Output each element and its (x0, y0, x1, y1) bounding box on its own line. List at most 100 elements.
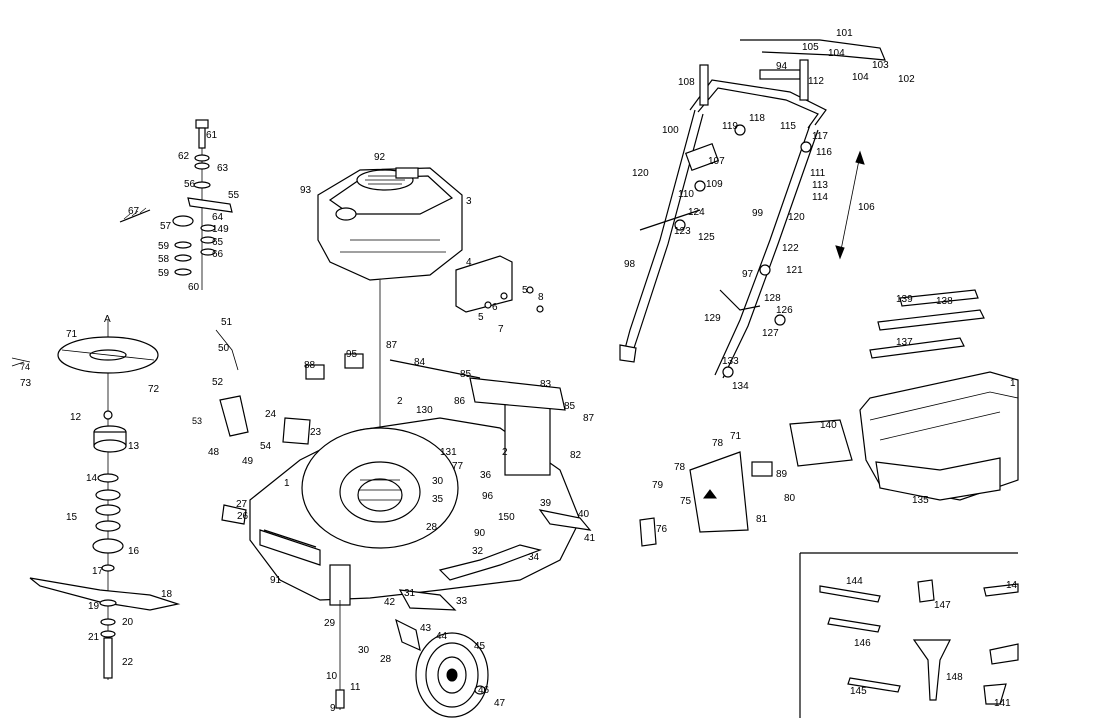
part-label-48: 48 (208, 447, 220, 458)
part-label-3: 3 (466, 196, 472, 207)
part-label-107: 107 (708, 156, 725, 167)
part-label-131: 131 (440, 447, 457, 458)
part-label-115: 115 (780, 121, 796, 132)
part-label-85-b: 85 (564, 401, 576, 412)
part-label-2: 2 (397, 396, 403, 407)
part-label-14: 14 (86, 473, 98, 484)
part-label-102: 102 (898, 74, 915, 85)
part-label-30: 30 (432, 476, 444, 487)
tools-inset (799, 552, 1019, 718)
part-label-18: 18 (161, 589, 173, 600)
part-label-80: 80 (784, 493, 796, 504)
part-label-134: 134 (732, 381, 749, 392)
part-label-120-b: 120 (788, 212, 805, 223)
part-label-92: 92 (374, 152, 386, 163)
part-label-126: 126 (776, 305, 793, 316)
part-label-59-b: 59 (158, 268, 170, 279)
part-label-71-b: 71 (730, 431, 742, 442)
part-label-74: 74 (20, 362, 30, 372)
part-label-30-b: 30 (358, 645, 370, 656)
part-label-125: 125 (698, 232, 715, 243)
part-label-108: 108 (678, 77, 695, 88)
part-label-150: 150 (498, 512, 515, 523)
part-label-129: 129 (704, 313, 721, 324)
part-label-2-b: 2 (502, 447, 508, 458)
part-label-94: 94 (776, 61, 788, 72)
part-label-19: 19 (88, 601, 100, 612)
grass-catcher (789, 289, 1019, 501)
part-label-31: 31 (404, 588, 416, 599)
part-label-36: 36 (480, 470, 492, 481)
rear-flap (639, 451, 773, 547)
part-label-44: 44 (436, 631, 448, 642)
part-label-21: 21 (88, 632, 100, 643)
part-label-104-b: 104 (852, 72, 869, 83)
part-label-45: 45 (474, 641, 486, 652)
part-label-103: 103 (872, 60, 889, 71)
part-label-90: 90 (474, 528, 486, 539)
part-label-39: 39 (540, 498, 552, 509)
part-label-52: 52 (212, 377, 224, 388)
part-label-53: 53 (192, 416, 202, 426)
part-label-58: 58 (158, 254, 170, 265)
part-label-42: 42 (384, 597, 396, 608)
part-label-75: 75 (680, 496, 692, 507)
part-label-123: 123 (674, 226, 691, 237)
part-label-127: 127 (762, 328, 779, 339)
part-label-41: 41 (584, 533, 596, 544)
part-label-64: 64 (212, 212, 224, 223)
part-label-124: 124 (688, 207, 705, 218)
part-label-89: 89 (776, 469, 788, 480)
part-label-99: 99 (752, 208, 764, 219)
part-label-7: 7 (498, 324, 504, 335)
part-label-146: 146 (854, 638, 871, 649)
part-label-117: 117 (812, 131, 828, 142)
part-label-114: 114 (812, 192, 828, 203)
part-label-59: 59 (158, 241, 170, 252)
part-label-122: 122 (782, 243, 799, 254)
part-label-87: 87 (386, 340, 398, 351)
part-label-118: 118 (749, 113, 765, 124)
part-label-88: 88 (304, 360, 316, 371)
part-label-97: 97 (742, 269, 754, 280)
part-label-49: 49 (242, 456, 254, 467)
part-label-112: 112 (808, 76, 824, 87)
blade-adapter-assembly (119, 119, 233, 290)
part-label-17: 17 (92, 566, 104, 577)
part-label-5-b: 5 (478, 312, 484, 323)
part-label-16: 16 (128, 546, 140, 557)
part-label-133: 133 (722, 356, 739, 367)
part-label-116: 116 (816, 147, 832, 158)
part-label-13: 13 (128, 441, 140, 452)
part-label-109: 109 (706, 179, 723, 190)
part-label-100: 100 (662, 125, 679, 136)
part-label-111: 111 (810, 168, 826, 179)
part-label-10: 10 (326, 671, 338, 682)
part-number-labels: 61 62 63 56 55 67 57 64 149 59 65 58 66 … (20, 28, 1018, 714)
part-label-62: 62 (178, 151, 190, 162)
part-label-101: 101 (836, 28, 853, 39)
part-label-50: 50 (218, 343, 230, 354)
part-label-106: 106 (858, 202, 875, 213)
part-label-57: 57 (160, 221, 172, 232)
part-label-87-b: 87 (583, 413, 595, 424)
part-label-65: 65 (212, 237, 224, 248)
mower-deck (215, 329, 592, 710)
part-label-15: 15 (66, 512, 78, 523)
part-label-141: 141 (994, 698, 1011, 709)
part-label-98: 98 (624, 259, 636, 270)
part-label-23: 23 (310, 427, 322, 438)
part-label-93: 93 (300, 185, 312, 196)
part-label-85: 85 (460, 369, 472, 380)
part-label-32: 32 (472, 546, 484, 557)
part-label-60: 60 (188, 282, 200, 293)
part-label-29: 29 (324, 618, 336, 629)
part-label-28-b: 28 (380, 654, 392, 665)
part-label-137: 137 (896, 337, 913, 348)
handle-assembly (619, 39, 886, 379)
part-label-6: 6 (492, 302, 498, 313)
part-label-56: 56 (184, 179, 196, 190)
part-label-11: 11 (350, 682, 361, 693)
part-label-121: 121 (786, 265, 803, 276)
part-label-63: 63 (217, 163, 229, 174)
